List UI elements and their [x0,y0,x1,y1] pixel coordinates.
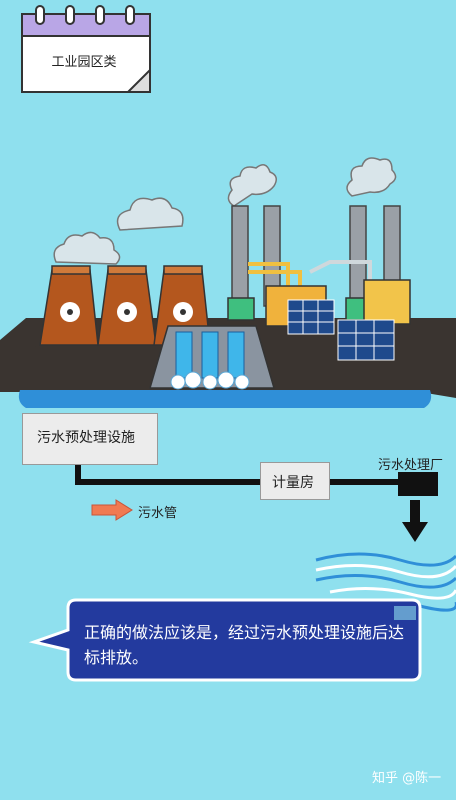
calendar-card [21,5,151,93]
category-label: 工业园区类 [51,55,117,70]
smoke-clouds [53,157,397,265]
sewage-pipe [75,459,401,485]
plant-block [398,472,438,496]
meter-room-label: 计量房 [272,475,314,491]
pretreatment-facility-box: 污水预处理设施 [22,413,158,465]
spillways [175,331,245,379]
pipe-legend-label: 污水管 [138,506,178,521]
cloud-center [116,197,184,231]
splash [170,371,250,390]
water-body [18,390,432,408]
treatment-plant-label: 污水处理厂 [378,458,444,473]
speech-bubble [28,598,422,682]
radiation-icon [60,302,193,322]
cloud-left [53,231,121,265]
message-text: 正确的做法应该是，经过污水预处理设施后达标排放。 [84,623,405,667]
smoke-mid [227,164,277,207]
calendar-rings [35,5,135,25]
connecting-pipes [248,260,372,290]
down-arrow [402,500,428,542]
smoke-right [346,157,397,197]
yellow-building-right [363,279,411,325]
solar-panels [287,299,395,361]
meter-room-box: 计量房 [260,462,330,500]
watermark: 知乎 @陈一 [372,771,442,786]
pipe-legend-arrow [91,499,133,521]
pretreatment-label: 污水预处理设施 [37,430,135,446]
